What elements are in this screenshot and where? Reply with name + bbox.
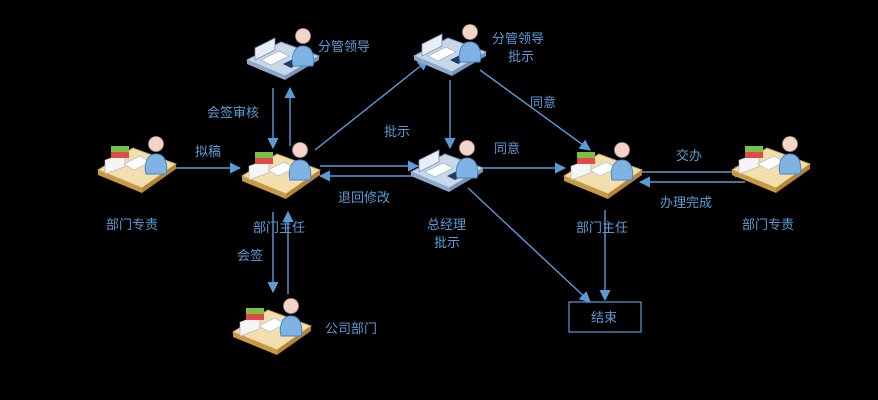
label-dept-staff-right: 部门专责 <box>742 218 794 233</box>
edge-label-agree-top: 同意 <box>530 95 556 111</box>
node-deputy-approve <box>413 24 487 77</box>
person-at-desk-icon <box>97 136 177 194</box>
label-deputy-top: 分管领导 <box>318 40 370 55</box>
label-company-dept: 公司部门 <box>325 322 377 337</box>
edge-label-assign: 交办 <box>676 148 702 164</box>
person-at-desk-icon <box>241 142 321 200</box>
label-deputy-approve-1: 分管领导 <box>492 32 544 47</box>
edge-label-agree-mid: 同意 <box>494 141 520 157</box>
label-gm-approve-2: 批示 <box>434 236 460 251</box>
node-dept-staff-right <box>731 136 811 194</box>
person-at-computer-icon <box>410 140 484 193</box>
label-dept-head-right: 部门主任 <box>576 221 628 236</box>
person-at-computer-icon <box>413 24 487 77</box>
end-box <box>568 301 642 333</box>
person-at-desk-icon <box>232 298 312 356</box>
label-gm-approve-1: 总经理 <box>427 218 466 233</box>
edge-label-approve: 批示 <box>384 125 410 140</box>
label-end: 结束 <box>591 311 617 326</box>
edge-label-draft: 拟稿 <box>195 144 221 160</box>
node-company-dept <box>232 298 312 356</box>
person-at-desk-icon <box>731 136 811 194</box>
edge-label-return-modify: 退回修改 <box>338 191 390 206</box>
person-at-desk-icon <box>563 142 643 200</box>
edge-agree-top <box>479 69 591 151</box>
node-dept-staff-left <box>97 136 177 194</box>
person-at-computer-icon <box>246 28 320 81</box>
node-dept-head-right <box>563 142 643 200</box>
label-dept-staff-left: 部门专责 <box>106 218 158 233</box>
edge-label-done: 办理完成 <box>660 196 712 211</box>
node-deputy-top <box>246 28 320 81</box>
node-dept-head-left <box>241 142 321 200</box>
label-dept-head-left: 部门主任 <box>253 221 305 236</box>
label-deputy-approve-2: 批示 <box>508 50 534 65</box>
edge-label-cosign-review: 会签审核 <box>207 105 259 121</box>
edge-label-cosign: 会签 <box>237 248 263 264</box>
edge-gm-to-end <box>467 187 591 303</box>
node-gm-approve <box>410 140 484 193</box>
edge-to-deputy-approve <box>314 59 429 151</box>
